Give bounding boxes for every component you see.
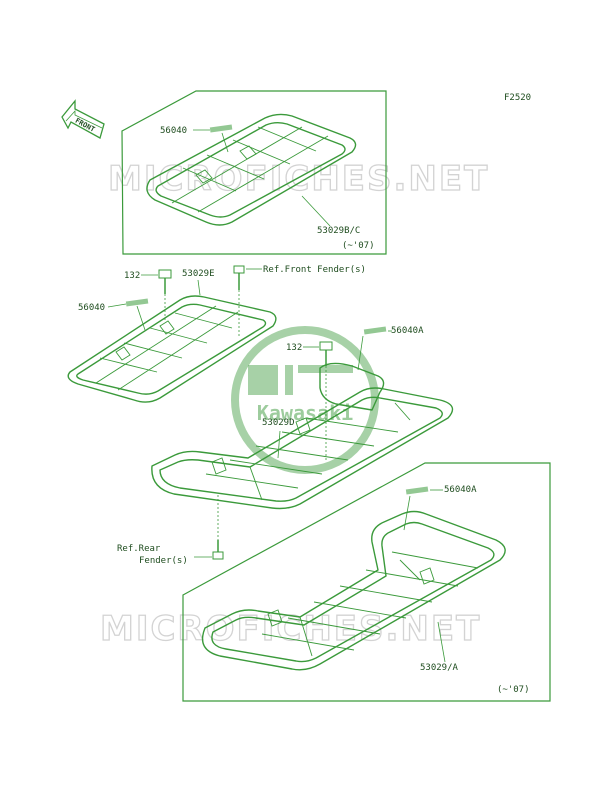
front-arrow-icon: FRONT [61,99,105,139]
note-bottom: (~'07) [497,685,530,695]
part-53029a: 53029/A [420,663,459,673]
label-56040a-bot [405,486,429,495]
bolt-132-left-icon [158,269,172,322]
part-53029bc: 53029B/C [317,226,360,236]
label-56040a-mid [363,326,387,335]
box-top [121,90,387,255]
box-bottom [182,462,551,702]
part-56040a-bot: 56040A [444,485,477,495]
part-56040a-mid: 56040A [391,326,424,336]
ref-rear-fender-line1: Ref.Rear [117,544,161,554]
label-56040-top [209,124,233,133]
part-132-mid: 132 [286,343,302,353]
label-56040-left [125,298,149,307]
note-top: (~'07) [342,241,375,251]
kawasaki-logo: Kawasaki [231,326,379,474]
bolt-ref-front-icon [233,265,245,338]
part-53029d: 53029D [262,418,295,428]
bolt-132-mid-icon [319,341,333,460]
part-53029e: 53029E [182,269,215,279]
figure-code: F2520 [504,93,531,103]
bolt-ref-rear-icon [212,495,224,560]
rack-53029a [201,510,506,671]
part-132-left: 132 [124,271,140,281]
ref-rear-fender-line2: Fender(s) [139,556,188,566]
rack-53029bc [146,113,357,226]
rack-53029d [151,362,454,510]
part-56040-top: 56040 [160,126,187,136]
watermark-top: MICROFICHES.NET [108,159,489,199]
rack-53029e [67,295,277,403]
part-56040-left: 56040 [78,303,105,313]
ref-front-fender: Ref.Front Fender(s) [263,265,366,275]
